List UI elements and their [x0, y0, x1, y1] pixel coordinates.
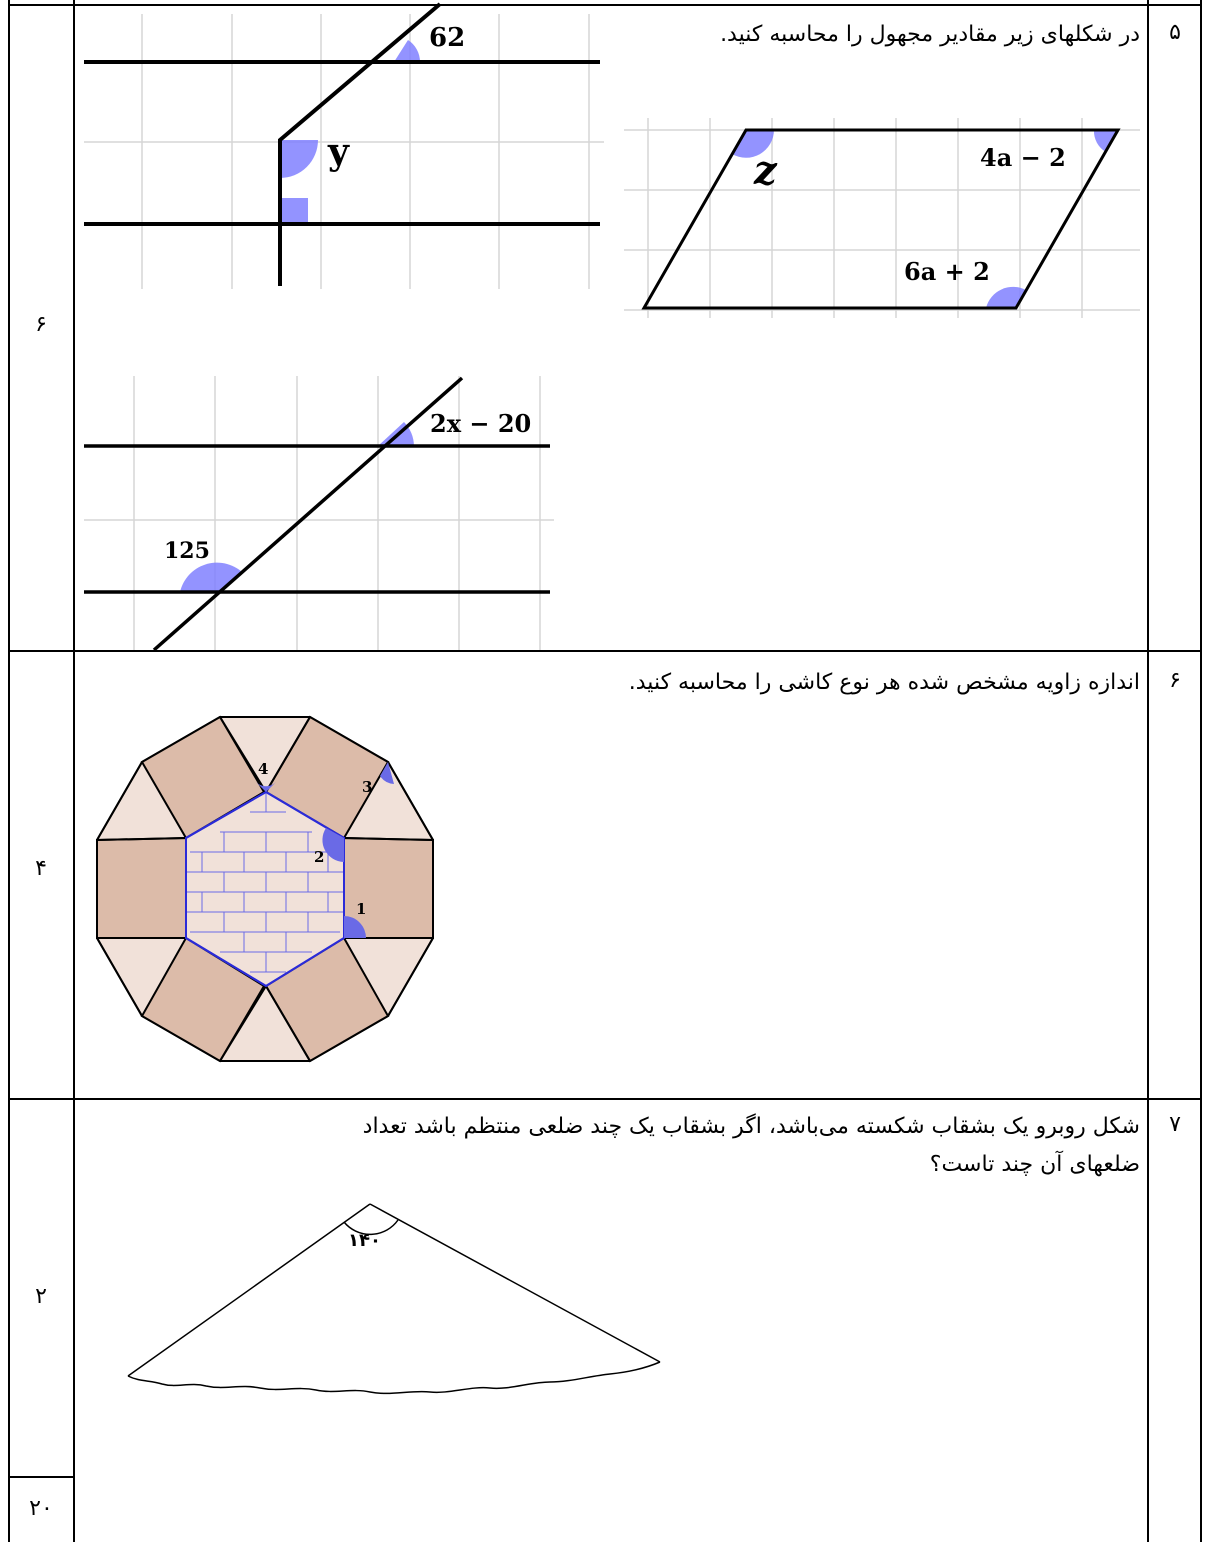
angle-125-arc [180, 562, 242, 592]
angle-2-arc [322, 828, 344, 862]
question-number: ۷ [1169, 1112, 1181, 1137]
question-number: ۶ [1169, 668, 1181, 693]
label-2: 2 [314, 848, 324, 866]
angle-3-arc [380, 762, 394, 784]
row-divider-2 [8, 1098, 1202, 1100]
figure-parallel-2x-125: 2x − 20 125 [84, 376, 554, 652]
number-column-divider [1147, 0, 1149, 1542]
angle-62-arc [394, 40, 421, 62]
label-4: 4 [258, 760, 268, 778]
angle-6a-arc [986, 286, 1026, 308]
label-y: y [327, 131, 350, 173]
figure-parallelogram: z 4a − 2 6a + 2 [624, 118, 1140, 318]
right-angle-mark [282, 198, 308, 224]
question-score: ۴ [35, 856, 47, 881]
table-top-border [8, 4, 1202, 6]
table-left-border [8, 0, 10, 1542]
label-62: 62 [429, 23, 465, 53]
figure-dodecagon-tiles: 1 2 3 4 [96, 715, 434, 1063]
label-125: 125 [164, 538, 210, 564]
total-score: ۲۰ [29, 1496, 53, 1521]
row-divider-1 [8, 650, 1202, 652]
total-divider [8, 1476, 74, 1478]
label-4a: 4a − 2 [980, 143, 1066, 172]
question-7-line2: ضلعهای آن چند تاست؟ [929, 1152, 1140, 1177]
question-6-prompt: اندازه زاویه مشخص شده هر نوع کاشی را محا… [628, 670, 1140, 695]
label-140: ۱۴۰ [348, 1230, 381, 1251]
question-5-prompt: در شکلهای زیر مقادیر مجهول را محاسبه کنی… [720, 22, 1140, 47]
label-1: 1 [356, 900, 366, 918]
label-3: 3 [362, 778, 372, 796]
angle-4a-arc [1093, 130, 1118, 152]
score-column-divider [73, 0, 75, 1542]
label-z: z [753, 147, 778, 194]
question-7-line1: شکل روبرو یک بشقاب شکسته می‌باشد، اگر بش… [362, 1114, 1140, 1139]
question-score: ۲ [35, 1284, 47, 1309]
angle-y-arc [280, 140, 318, 178]
question-number: ۵ [1169, 20, 1181, 45]
figure-broken-plate: ۱۴۰ [127, 1203, 661, 1395]
label-6a: 6a + 2 [904, 257, 990, 286]
label-2x: 2x − 20 [430, 409, 531, 438]
angle-4-arc [256, 782, 276, 792]
question-score: ۶ [35, 312, 47, 337]
figure-parallel-62-y: 62 y [84, 2, 604, 289]
angle-1-arc [344, 916, 366, 938]
table-right-border [1200, 0, 1202, 1542]
